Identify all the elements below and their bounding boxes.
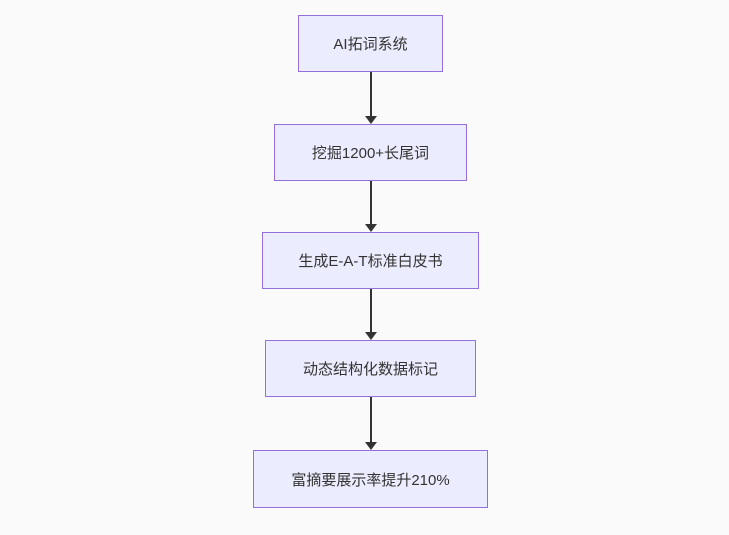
- flowchart-node-mine-longtail-keywords: 挖掘1200+长尾词: [274, 124, 467, 181]
- arrow-line: [370, 181, 372, 225]
- node-label: 富摘要展示率提升210%: [291, 471, 450, 489]
- node-label: 挖掘1200+长尾词: [311, 145, 430, 162]
- flowchart-node-rich-snippet-rate-increase: 富摘要展示率提升210%: [253, 450, 488, 508]
- flowchart-node-dynamic-structured-data-markup: 动态结构化数据标记: [265, 340, 476, 397]
- flowchart-arrow-3: [365, 289, 377, 340]
- arrow-line: [370, 72, 372, 117]
- arrow-down-icon: [365, 332, 377, 340]
- arrow-down-icon: [365, 116, 377, 124]
- node-label: AI拓词系统: [333, 36, 408, 53]
- flowchart-arrow-2: [365, 181, 377, 232]
- arrow-down-icon: [365, 442, 377, 450]
- arrow-line: [370, 289, 372, 333]
- flowchart-node-ai-word-expansion-system: AI拓词系统: [298, 15, 443, 72]
- flowchart-arrow-4: [365, 397, 377, 450]
- node-label: 动态结构化数据标记: [302, 361, 438, 378]
- arrow-line: [370, 397, 372, 443]
- arrow-down-icon: [365, 224, 377, 232]
- flowchart-node-generate-eat-whitepaper: 生成E-A-T标准白皮书: [262, 232, 479, 289]
- flowchart-arrow-1: [365, 72, 377, 124]
- node-label: 生成E-A-T标准白皮书: [298, 253, 443, 270]
